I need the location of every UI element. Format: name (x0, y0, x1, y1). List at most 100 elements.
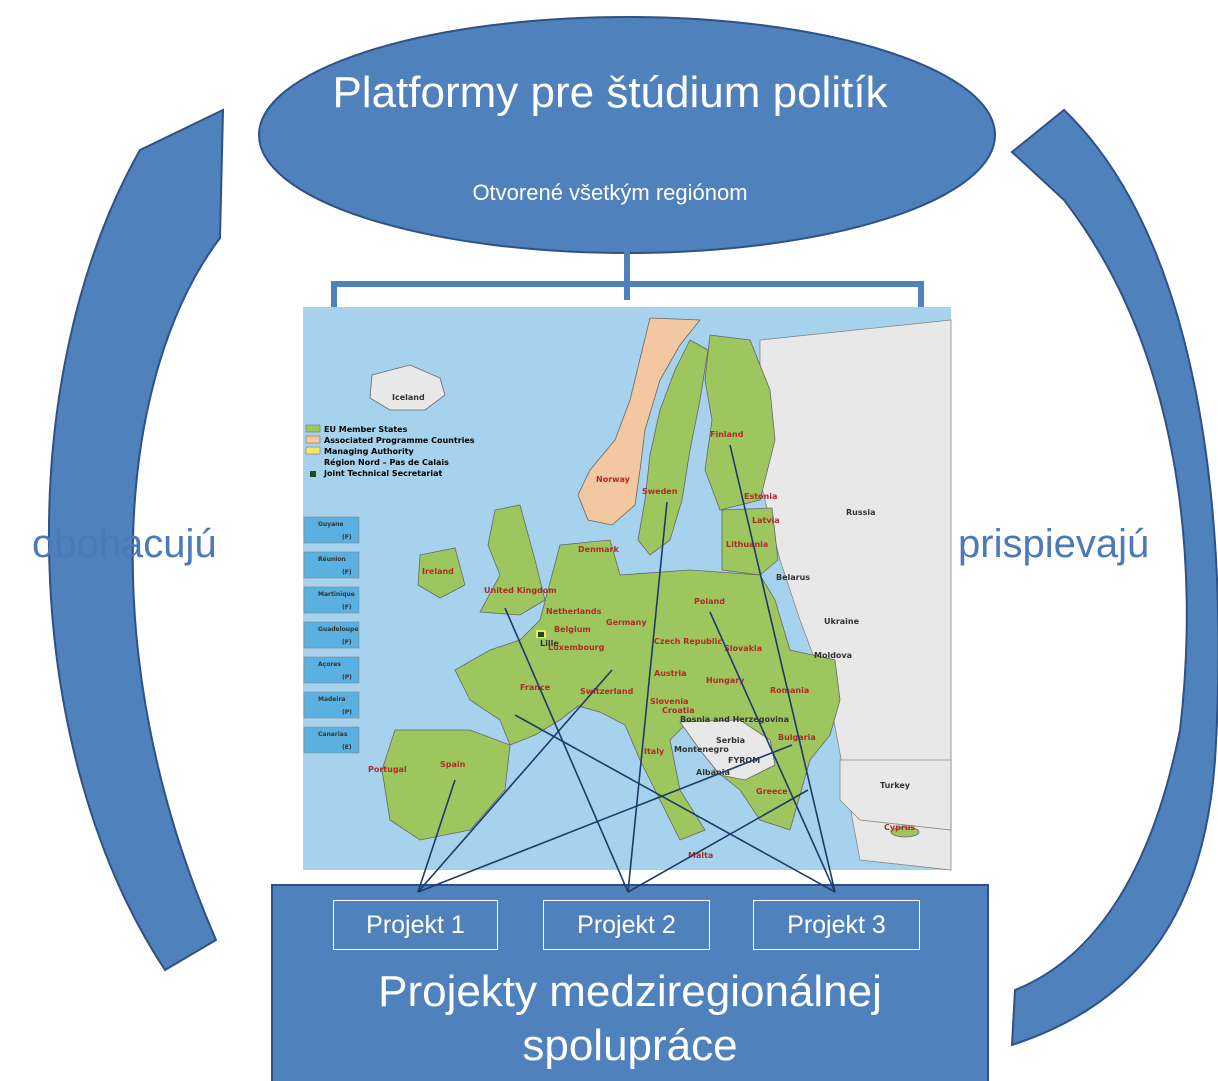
country-label-serbia: Serbia (716, 736, 745, 745)
map-jts-marker (538, 632, 544, 637)
country-label-cyprus: Cyprus (884, 823, 915, 832)
outermost-name: Guyane (318, 521, 344, 528)
country-label-slovakia: Slovakia (724, 644, 762, 653)
country-label-estonia: Estonia (744, 492, 777, 501)
country-label-turkey: Turkey (880, 781, 911, 790)
project-3-box: Projekt 3 (753, 900, 920, 950)
right-label: prispievajú (958, 522, 1150, 566)
outermost-box (303, 621, 360, 649)
outermost-name: Canarias (318, 731, 348, 738)
outermost-box (303, 551, 360, 579)
country-label-malta: Malta (688, 851, 713, 860)
outermost-name: Guadeloupe (318, 626, 358, 633)
outermost-code: (E) (342, 744, 352, 751)
left-curved-arrow (47, 108, 225, 972)
map-ireland (417, 547, 466, 599)
map-norway (577, 317, 701, 526)
legend-swatch-ma (305, 446, 321, 455)
country-label-bosnia-and-herzegovina: Bosnia and Herzegovina (680, 715, 789, 724)
country-label-poland: Poland (694, 597, 725, 606)
platform-title: Platformy pre štúdium politík (332, 68, 888, 117)
outermost-name: Madeira (318, 696, 345, 703)
country-label-hungary: Hungary (706, 676, 745, 685)
legend-eu: EU Member States (324, 425, 408, 434)
country-label-montenegro: Montenegro (674, 745, 729, 754)
country-label-sweden: Sweden (642, 487, 678, 496)
outermost-box (303, 726, 360, 754)
map-iceland (369, 364, 446, 411)
country-label-lithuania: Lithuania (726, 540, 768, 549)
outermost-box (303, 516, 360, 544)
outermost-regions: Guyane (F) Réunion (F) Martinique (F) Guadelou… (303, 516, 360, 754)
outermost-name: Réunion (318, 556, 346, 563)
country-label-moldova: Moldova (814, 651, 852, 660)
country-label-slovenia: Slovenia (650, 697, 688, 706)
outermost-name: Martinique (318, 591, 355, 598)
outermost-box (303, 656, 360, 684)
map-balkans (679, 719, 776, 781)
projects-box (271, 884, 989, 1081)
country-label-norway: Norway (596, 475, 631, 484)
legend-region: Région Nord – Pas de Calais (324, 457, 449, 467)
project-2-box: Projekt 2 (543, 900, 710, 950)
right-curved-arrow (1010, 108, 1218, 1047)
legend-swatch-eu (305, 424, 321, 433)
country-label-greece: Greece (756, 787, 788, 796)
map-finland (704, 334, 776, 511)
country-label-denmark: Denmark (578, 545, 619, 554)
legend-assoc: Associated Programme Countries (324, 436, 475, 445)
map-cyprus (890, 826, 920, 838)
outermost-code: (P) (342, 674, 352, 681)
map-sweden (637, 339, 709, 556)
country-label-ireland: Ireland (422, 567, 454, 576)
legend-ma: Managing Authority (324, 447, 415, 456)
country-label-iceland: Iceland (392, 393, 425, 402)
outermost-name: Açores (318, 661, 341, 668)
platform-subtitle: Otvorené všetkým regiónom (472, 180, 748, 205)
country-label-russia: Russia (846, 508, 876, 517)
map-baltics (721, 507, 779, 576)
projects-title: Projekty medziregionálnej spolupráce (378, 967, 882, 1070)
country-label-spain: Spain (440, 760, 466, 769)
outermost-box (303, 586, 360, 614)
map-turkey (839, 759, 952, 831)
country-label-czech-republic: Czech Republic (654, 637, 722, 646)
outermost-code: (F) (342, 604, 352, 611)
country-label-ukraine: Ukraine (824, 617, 860, 626)
country-label-switzerland: Switzerland (580, 687, 634, 696)
country-label-finland: Finland (710, 430, 744, 439)
europe-map: EU Member States Associated Programme Co… (303, 307, 952, 871)
project-1-box: Projekt 1 (333, 900, 498, 950)
map-iberia (381, 729, 511, 841)
country-label-portugal: Portugal (368, 765, 407, 774)
country-label-belarus: Belarus (776, 573, 810, 582)
country-label-luxembourg: Luxembourg (548, 643, 605, 652)
bracket-connector (331, 252, 924, 308)
country-label-albania: Albania (696, 768, 730, 777)
country-label-italy: Italy (644, 747, 665, 756)
outermost-code: (P) (342, 709, 352, 716)
country-label-austria: Austria (654, 669, 687, 678)
left-label: obohacujú (32, 522, 217, 566)
country-label-france: France (520, 683, 551, 692)
country-label-lille: Lille (540, 639, 559, 648)
legend-jts: Joint Technical Secretariat (323, 469, 442, 478)
platform-ellipse (258, 16, 996, 254)
country-label-netherlands: Netherlands (546, 607, 602, 616)
map-uk (479, 504, 546, 616)
country-label-united-kingdom: United Kingdom (484, 586, 557, 595)
country-label-fyrom: FYROM (728, 756, 760, 765)
country-label-bulgaria: Bulgaria (778, 733, 816, 742)
outermost-code: (F) (342, 569, 352, 576)
country-label-belgium: Belgium (554, 625, 591, 634)
legend-swatch-assoc (305, 435, 321, 444)
outermost-code: (F) (342, 534, 352, 541)
country-label-latvia: Latvia (752, 516, 780, 525)
country-label-croatia: Croatia (662, 706, 695, 715)
project-connection-lines (417, 444, 836, 893)
legend-swatch-jts (310, 471, 316, 477)
outermost-code: (F) (342, 639, 352, 646)
